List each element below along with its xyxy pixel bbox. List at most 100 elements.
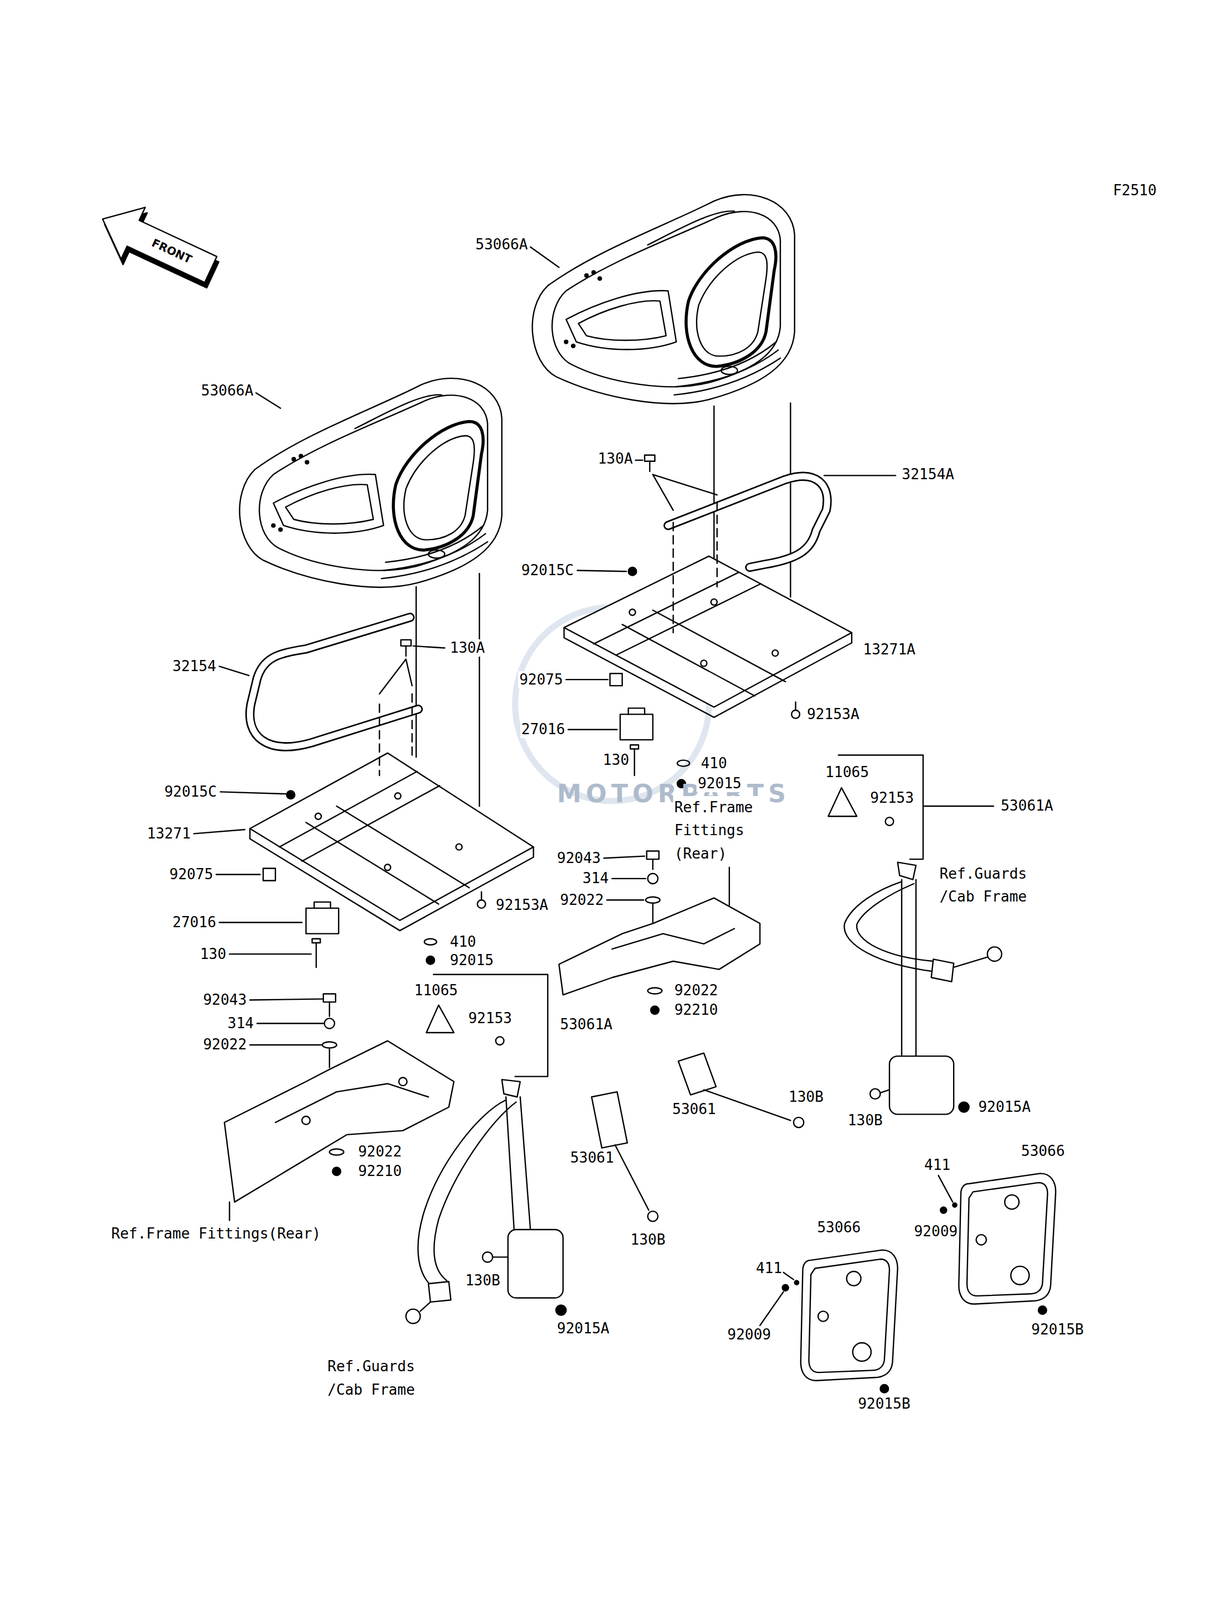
frame-bracket [650, 1005, 660, 1014]
leader-line [220, 791, 286, 794]
seat-bar [249, 617, 419, 747]
callout-number: 92153A [494, 896, 550, 914]
side-cover [952, 1202, 957, 1207]
seat-base-plate [394, 792, 401, 799]
callout-number: 92210 [356, 1162, 403, 1180]
callout-number: 130B [846, 1111, 884, 1129]
fasteners [477, 899, 486, 908]
fasteners [610, 673, 623, 686]
callout-number: 53061 [670, 1100, 717, 1118]
leader-line [229, 953, 312, 955]
frame-bracket [322, 1041, 337, 1048]
seat-base-plate [629, 608, 636, 616]
callout-number: 314 [226, 1014, 255, 1032]
seat-belt [844, 881, 934, 971]
seat-belt [420, 1301, 431, 1311]
seat-belt [987, 946, 1002, 961]
seat-belt [793, 1117, 804, 1128]
leader-line [255, 392, 281, 408]
seat-base-plate [701, 659, 708, 666]
fasteners [628, 707, 645, 714]
callout-number: 53066 [1020, 1142, 1066, 1160]
side-cover [940, 1206, 947, 1213]
seat-belt [556, 1304, 567, 1315]
seat-belt [426, 1004, 454, 1033]
seat-belt [885, 817, 894, 826]
fasteners [794, 701, 796, 710]
leader-line [824, 474, 896, 476]
seat-belt [880, 1089, 889, 1092]
callout-number: 53061A [999, 796, 1055, 815]
frame-bracket [329, 1048, 331, 1067]
callout-number: 92015A [556, 1319, 611, 1337]
callout-number: 53066A [199, 382, 255, 400]
callout-number: 92153 [467, 1009, 514, 1027]
leader-line [194, 829, 245, 834]
seat-belt [495, 1036, 505, 1045]
fasteners [480, 891, 482, 901]
callout-number: 92009 [912, 1222, 959, 1240]
direction-label: FRONT [148, 235, 196, 268]
seat-belt [482, 1251, 493, 1262]
frame-bracket [651, 858, 654, 869]
frame-bracket [324, 1017, 335, 1028]
seat-belt [931, 958, 954, 981]
frame-bracket [611, 927, 734, 949]
seat-belt [958, 1101, 969, 1112]
leader-line [783, 1272, 794, 1280]
seat-base-plate [563, 556, 852, 708]
mount-lines [416, 573, 480, 806]
callout-number: 410 [448, 933, 478, 951]
frame-bracket [647, 873, 658, 884]
side-cover [794, 1279, 799, 1284]
leader-line [760, 1291, 784, 1326]
callout-number: 130 [199, 945, 228, 963]
leader-line [938, 1175, 954, 1202]
leader-line [728, 867, 731, 906]
callout-number: 92022 [558, 891, 605, 909]
frame-bracket [645, 896, 661, 903]
callout-number: 130A [596, 450, 635, 468]
seat-base-plate [711, 598, 718, 606]
fasteners [791, 709, 800, 719]
reference-note: Ref.Frame Fittings(Rear) [110, 1224, 323, 1242]
side-cover [880, 1384, 889, 1393]
seat-belt [591, 1091, 628, 1148]
seat-belt [897, 862, 917, 880]
callout-number: 92022 [201, 1035, 248, 1053]
seat-base-plate [249, 752, 534, 921]
seat-base-plate [593, 572, 786, 696]
seat-bar [668, 476, 828, 568]
seat-belt [405, 1308, 421, 1324]
seat-belt [869, 1088, 881, 1099]
reference-note: Ref.Guards /Cab Frame [938, 862, 1043, 909]
fasteners [673, 501, 718, 633]
frame-bracket [329, 1148, 345, 1155]
seat-belt [505, 1096, 531, 1230]
seat [239, 378, 502, 587]
callout-number: 130B [463, 1271, 502, 1289]
fasteners [405, 645, 407, 656]
callout-number: 92153 [868, 789, 915, 807]
reference-note: Ref.Guards /Cab Frame [326, 1354, 431, 1401]
seat-belt [492, 1255, 508, 1258]
leader-line [228, 1201, 230, 1221]
callout-number: 92015 [448, 951, 495, 969]
seat-belt [433, 1101, 516, 1280]
callout-number: 410 [699, 754, 729, 772]
fasteners [424, 938, 437, 945]
callout-number: 92153A [805, 705, 861, 723]
seat-bar [668, 476, 828, 568]
callout-number: 92015A [977, 1098, 1032, 1116]
fasteners [315, 942, 317, 968]
front-arrow [90, 192, 223, 296]
fasteners [263, 455, 800, 968]
fasteners [644, 455, 655, 462]
fasteners [263, 868, 276, 881]
frame-bracket [301, 1115, 311, 1125]
fasteners [677, 760, 690, 767]
callout-number: 92075 [518, 670, 564, 689]
seat-belt [501, 1079, 521, 1097]
seat-belt [828, 787, 857, 816]
